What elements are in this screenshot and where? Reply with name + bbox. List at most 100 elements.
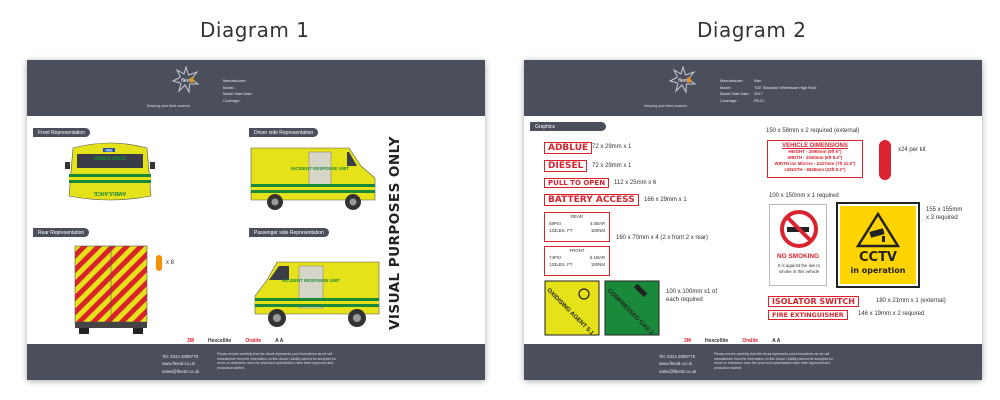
tyre-value: 133LBS. FT [549, 228, 573, 233]
footer-contact: Tel: 0344 2098775 www.fleetd.co.uk sales… [659, 353, 696, 375]
front-vehicle-image: NHS AMBULANCE AMBULANCE [65, 142, 155, 201]
pull-to-open-note: 112 x 25mm x 6 [614, 180, 657, 186]
footer-website[interactable]: www.fleetd.co.uk [659, 361, 692, 367]
tyre-value: 133LBS. FT [549, 262, 573, 267]
partner-logos: 3M Hexcellite Oralite A A [684, 338, 780, 344]
meta-label: Model Start Date: [223, 92, 253, 97]
fire-extinguisher-label: FIRE EXTINGUISHER [768, 310, 848, 320]
meta-label: Coverage: [223, 98, 241, 103]
orange-reflector-icon [156, 255, 162, 271]
no-smoking-note: 100 x 150mm x 1 required [769, 193, 839, 199]
diagram-2-sheet[interactable]: fleet Keeping your fleet covered Manufac… [524, 60, 982, 380]
meta-label: Model: [223, 85, 235, 90]
sheet-footer: Tel: 0344 2098775 www.fleetd.co.uk sales… [524, 344, 982, 380]
ambulance-mirror-text: AMBULANCE [93, 190, 126, 196]
footer-phone: Tel: 0344 2098775 [162, 354, 199, 359]
footer-email[interactable]: sales@fleetd.co.uk [659, 368, 697, 374]
panel-front-label: Front Representation [33, 128, 90, 137]
footer-email[interactable]: sales@fleetd.co.uk [162, 368, 200, 374]
diesel-label: DIESEL [544, 160, 588, 172]
sheet-header: fleet Keeping your fleet covered Manufac… [27, 60, 485, 116]
visual-purposes-watermark: VISUAL PURPOSES ONLY [387, 136, 403, 330]
cctv-note: 155 x 155mm x 3 required [926, 206, 962, 222]
logo-aa: A A [275, 338, 284, 344]
cctv-note-line: 155 x 155mm [926, 207, 963, 213]
compressed-gas-sign: COMPRESSED GAS 2 [604, 280, 660, 336]
logo-hexcellite: Hexcellite [207, 338, 232, 344]
meta-label: Model Start Date: [720, 92, 750, 97]
panel-rear-label: Rear Representation [33, 228, 90, 237]
meta-value-start-date: 2017 [754, 92, 763, 97]
diagram-1-sheet[interactable]: fleet Keeping your fleet covered Manufac… [27, 60, 485, 380]
logo-oralite: Oralite [245, 338, 262, 344]
meta-values: Man TGE Standard Wheelbase High Roof 201… [754, 78, 816, 104]
tyre-rear-title: REAR [570, 214, 584, 219]
red-reflector-icon [879, 140, 891, 180]
vehicle-dims-line: WIDTH inc Mirrors - 2427mm (7ft 11.6") [774, 161, 856, 166]
meta-value-coverage: FB-01 [754, 98, 765, 103]
tyre-value: 180NM [590, 228, 605, 233]
logo-text: fleet [678, 78, 688, 84]
vehicle-dims-title: VEHICLE DIMENSIONS [782, 143, 848, 149]
no-smoking-sub: It is against the law to smoke in this v… [777, 263, 821, 274]
meta-label: Coverage: [720, 98, 738, 103]
unit-label-text-2: INCIDENT RESPONSE UNIT [282, 278, 340, 283]
hazard-note-line: 100 x 100mm x1 of [666, 289, 718, 295]
diagram-1-title: Diagram 1 [200, 18, 310, 42]
rear-reflector-note: x 8 [166, 260, 175, 266]
passenger-side-vehicle-image: INCIDENT RESPONSE UNIT [254, 261, 380, 327]
meta-value-model: TGE Standard Wheelbase High Roof [754, 85, 817, 90]
panel-passenger-label: Passenger side Representation [249, 228, 329, 237]
fleet-logo-icon: fleet [172, 66, 200, 94]
logo-hexcellite: Hexcellite [704, 338, 729, 344]
pull-to-open-label: PULL TO OPEN [544, 178, 610, 188]
panel-driver-label: Driver side Representation [249, 128, 319, 137]
adblue-note: 72 x 29mm x 1 [592, 144, 632, 150]
panel-graphics-label: Graphics [530, 122, 606, 131]
oxidising-agent-sign: OXIDISING AGENT 5.1 [544, 280, 600, 336]
cctv-title: CCTV [858, 250, 897, 265]
meta-label: Manufacturer: [223, 79, 247, 83]
cctv-sign: CCTV in operation [836, 202, 920, 288]
tyre-value: 58PSI [549, 221, 561, 226]
logo-oralite: Oralite [742, 338, 759, 344]
cctv-note-line: x 3 required [926, 215, 958, 221]
partner-logos: 3M Hexcellite Oralite A A [187, 338, 283, 344]
battery-access-label: BATTERY ACCESS [544, 194, 639, 206]
tyre-value: 5.1BAR [589, 255, 605, 260]
tyre-value: 180NM [590, 262, 605, 267]
isolator-note: 180 x 21mm x 1 (external) [876, 298, 946, 304]
adblue-label: ADBLUE [544, 142, 593, 154]
vehicle-dims-line: HEIGHT - 2590mm (8ft 6") [788, 149, 842, 154]
no-smoking-title: NO SMOKING [777, 253, 819, 260]
footer-contact: Tel: 0344 2098775 www.fleetd.co.uk sales… [162, 353, 199, 375]
unit-label-text: INCIDENT RESPONSE UNIT [291, 166, 349, 171]
vehicle-dims-line: WIDTH - 2040mm (6ft 8.4") [787, 155, 843, 160]
diagram-2-title: Diagram 2 [697, 18, 807, 42]
tagline: Keeping your fleet covered [644, 104, 687, 108]
meta-value-manufacturer: Man [754, 79, 762, 83]
no-smoking-sign: NO SMOKING It is against the law to smok… [769, 204, 827, 286]
tagline: Keeping your fleet covered [147, 104, 190, 108]
ambulance-text: AMBULANCE [94, 156, 127, 162]
footer-phone: Tel: 0344 2098775 [659, 354, 696, 359]
meta-label: Model: [720, 85, 732, 90]
logo-aa: A A [772, 338, 781, 344]
meta-labels: Manufacturer: Model: Model Start Date: C… [720, 78, 750, 104]
battery-access-note: 166 x 29mm x 1 [644, 197, 687, 203]
hazard-note: 100 x 100mm x1 of each required [666, 288, 717, 304]
reflector-note: x24 per kit [898, 147, 926, 153]
footer-disclaimer: Please ensure carefully that the visual … [714, 352, 834, 370]
vehicle-dimensions-label: VEHICLE DIMENSIONS HEIGHT - 2590mm (8ft … [767, 140, 863, 178]
logo-3m: 3M [187, 338, 194, 344]
fleet-logo-icon: fleet [669, 66, 697, 94]
no-smoking-icon [780, 210, 818, 248]
meta-labels: Manufacturer: Model: Model Start Date: C… [223, 78, 253, 104]
footer-website[interactable]: www.fleetd.co.uk [162, 361, 195, 367]
isolator-switch-label: ISOLATOR SWITCH [768, 296, 859, 307]
fire-note: 146 x 19mm x 2 required [858, 311, 925, 317]
meta-label: Manufacturer: [720, 79, 744, 83]
